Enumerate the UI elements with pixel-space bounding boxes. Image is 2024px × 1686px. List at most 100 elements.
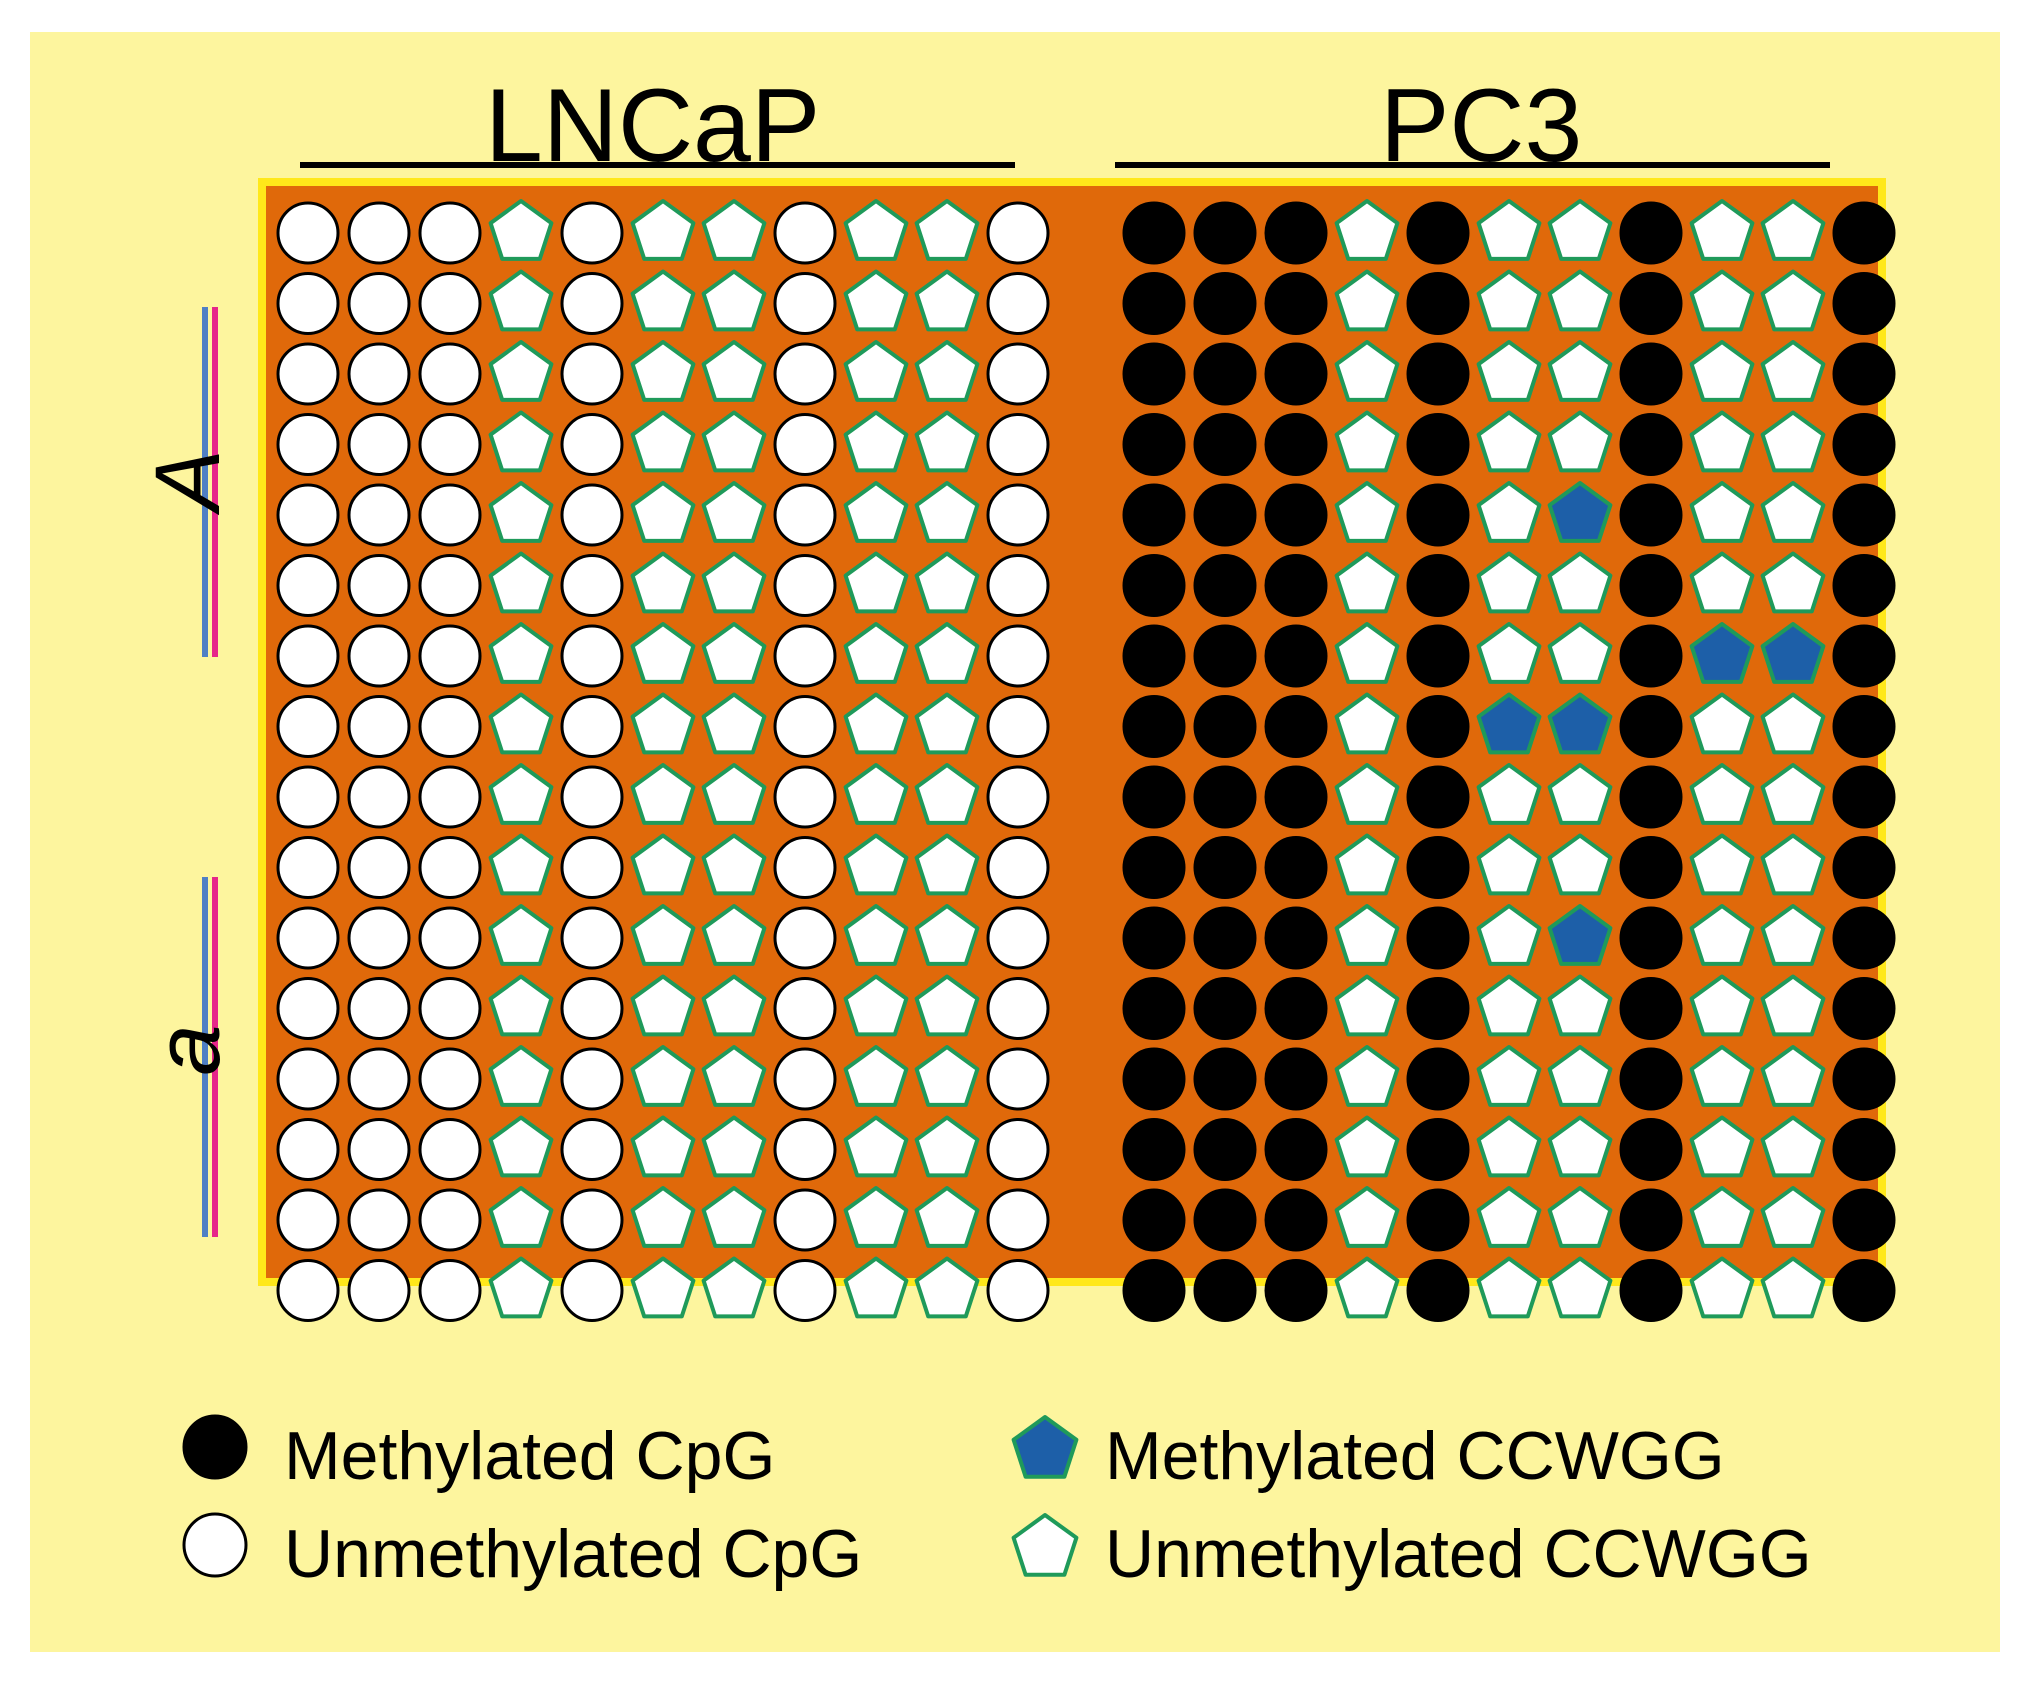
- lncap-site-cpg-r3-c1: [347, 413, 411, 476]
- pc3-site-ccwgg-r10-c9: [1760, 904, 1826, 966]
- lncap-site-cpg-r8-c1: [347, 765, 411, 829]
- pc3-site-cpg-r6-c10: [1832, 624, 1896, 688]
- pc3-site-cpg-r6-c2: [1264, 624, 1328, 688]
- lncap-site-cpg-r9-c2: [418, 836, 482, 899]
- pc3-site-ccwgg-r12-c6: [1547, 1045, 1613, 1107]
- pc3-site-cpg-r5-c0: [1122, 554, 1186, 617]
- lncap-site-ccwgg-r0-c9: [914, 199, 980, 261]
- pc3-site-ccwgg-r4-c3: [1334, 481, 1400, 543]
- legend-methylated-cpg-label: Methylated CpG: [284, 1418, 776, 1494]
- lncap-site-cpg-r11-c0: [276, 977, 340, 1040]
- lncap-site-ccwgg-r11-c9: [914, 974, 980, 1037]
- pc3-site-cpg-r8-c4: [1406, 765, 1470, 829]
- pc3-site-ccwgg-r1-c6: [1547, 269, 1613, 332]
- pc3-site-cpg-r4-c10: [1832, 483, 1896, 547]
- lncap-site-cpg-r0-c1: [347, 201, 411, 265]
- lncap-site-cpg-r11-c7: [773, 977, 837, 1040]
- lncap-site-ccwgg-r14-c8: [843, 1186, 909, 1248]
- pc3-site-cpg-r4-c7: [1619, 483, 1683, 547]
- pc3-site-ccwgg-r15-c9: [1760, 1256, 1826, 1319]
- legend: [182, 1414, 1079, 1578]
- pc3-site-ccwgg-r12-c3: [1334, 1045, 1400, 1107]
- lncap-site-cpg-r4-c4: [560, 483, 624, 547]
- pc3-site-cpg-r12-c1: [1193, 1047, 1257, 1111]
- pc3-site-cpg-r8-c7: [1619, 765, 1683, 829]
- pc3-site-ccwgg-r3-c3: [1334, 410, 1400, 473]
- pc3-site-ccwgg-r13-c3: [1334, 1115, 1400, 1178]
- lncap-site-ccwgg-r14-c5: [630, 1186, 696, 1248]
- pc3-site-ccwgg-r2-c6: [1547, 340, 1613, 402]
- lncap-site-cpg-r7-c1: [347, 695, 411, 758]
- lncap-site-ccwgg-r9-c6: [701, 833, 767, 896]
- lncap-site-ccwgg-r2-c5: [630, 340, 696, 402]
- pc3-site-ccwgg-r0-c6: [1547, 199, 1613, 261]
- pc3-site-ccwgg-r2-c9: [1760, 340, 1826, 402]
- lncap-site-cpg-r8-c0: [276, 765, 340, 829]
- pc3-site-ccwgg-r6-c9: [1760, 622, 1826, 684]
- pc3-site-ccwgg-r2-c3: [1334, 340, 1400, 402]
- pc3-site-cpg-r7-c10: [1832, 695, 1896, 758]
- lncap-site-cpg-r9-c10: [986, 836, 1050, 899]
- lncap-site-cpg-r8-c7: [773, 765, 837, 829]
- pc3-site-cpg-r6-c7: [1619, 624, 1683, 688]
- lncap-site-cpg-r5-c4: [560, 554, 624, 617]
- lncap-site-cpg-r5-c1: [347, 554, 411, 617]
- lncap-site-ccwgg-r9-c9: [914, 833, 980, 896]
- lncap-site-cpg-r13-c4: [560, 1118, 624, 1181]
- lncap-site-cpg-r15-c4: [560, 1259, 624, 1322]
- pc3-site-cpg-r5-c10: [1832, 554, 1896, 617]
- lncap-site-cpg-r12-c4: [560, 1047, 624, 1111]
- pc3-site-ccwgg-r3-c6: [1547, 410, 1613, 473]
- lncap-site-cpg-r4-c2: [418, 483, 482, 547]
- lncap-site-ccwgg-r6-c9: [914, 622, 980, 684]
- lncap-site-ccwgg-r8-c8: [843, 763, 909, 825]
- pc3-site-cpg-r10-c1: [1193, 906, 1257, 970]
- pc3-site-cpg-r14-c1: [1193, 1188, 1257, 1252]
- lncap-site-cpg-r2-c0: [276, 342, 340, 406]
- pc3-site-cpg-r15-c7: [1619, 1259, 1683, 1322]
- pc3-site-ccwgg-r9-c6: [1547, 833, 1613, 896]
- lncap-site-cpg-r9-c7: [773, 836, 837, 899]
- pc3-site-ccwgg-r10-c3: [1334, 904, 1400, 966]
- pc3-site-ccwgg-r9-c9: [1760, 833, 1826, 896]
- pc3-site-cpg-r11-c2: [1264, 977, 1328, 1040]
- pc3-site-ccwgg-r12-c9: [1760, 1045, 1826, 1107]
- lncap-site-cpg-r3-c2: [418, 413, 482, 476]
- allele-bracket-A: [202, 307, 218, 657]
- pc3-site-ccwgg-r1-c5: [1476, 269, 1542, 332]
- pc3-site-cpg-r7-c7: [1619, 695, 1683, 758]
- pc3-site-cpg-r15-c1: [1193, 1259, 1257, 1322]
- lncap-site-ccwgg-r6-c6: [701, 622, 767, 684]
- pc3-site-cpg-r12-c4: [1406, 1047, 1470, 1111]
- pc3-site-cpg-r5-c7: [1619, 554, 1683, 617]
- pc3-site-ccwgg-r8-c6: [1547, 763, 1613, 825]
- lncap-site-cpg-r15-c10: [986, 1259, 1050, 1322]
- lncap-site-cpg-r2-c4: [560, 342, 624, 406]
- lncap-site-ccwgg-r6-c5: [630, 622, 696, 684]
- pc3-site-cpg-r3-c2: [1264, 413, 1328, 476]
- pc3-site-cpg-r5-c2: [1264, 554, 1328, 617]
- pc3-title: PC3: [1380, 68, 1583, 184]
- pc3-site-cpg-r6-c4: [1406, 624, 1470, 688]
- lncap-site-ccwgg-r13-c5: [630, 1115, 696, 1178]
- pc3-site-ccwgg-r13-c5: [1476, 1115, 1542, 1178]
- pc3-site-cpg-r12-c0: [1122, 1047, 1186, 1111]
- lncap-site-ccwgg-r8-c6: [701, 763, 767, 825]
- pc3-site-cpg-r1-c7: [1619, 272, 1683, 335]
- lncap-site-ccwgg-r11-c6: [701, 974, 767, 1037]
- pc3-site-ccwgg-r1-c9: [1760, 269, 1826, 332]
- lncap-site-cpg-r13-c0: [276, 1118, 340, 1181]
- lncap-site-ccwgg-r15-c3: [488, 1256, 554, 1319]
- pc3-site-cpg-r14-c2: [1264, 1188, 1328, 1252]
- lncap-site-cpg-r13-c2: [418, 1118, 482, 1181]
- lncap-site-ccwgg-r10-c6: [701, 904, 767, 966]
- lncap-site-cpg-r11-c4: [560, 977, 624, 1040]
- pc3-site-cpg-r14-c7: [1619, 1188, 1683, 1252]
- pc3-site-cpg-r1-c0: [1122, 272, 1186, 335]
- lncap-site-cpg-r6-c4: [560, 624, 624, 688]
- pc3-site-cpg-r2-c0: [1122, 342, 1186, 406]
- pc3-site-ccwgg-r13-c8: [1689, 1115, 1755, 1178]
- pc3-site-cpg-r10-c2: [1264, 906, 1328, 970]
- legend-unmethylated-ccwgg-label: Unmethylated CCWGG: [1105, 1516, 1812, 1592]
- lncap-site-ccwgg-r9-c3: [488, 833, 554, 896]
